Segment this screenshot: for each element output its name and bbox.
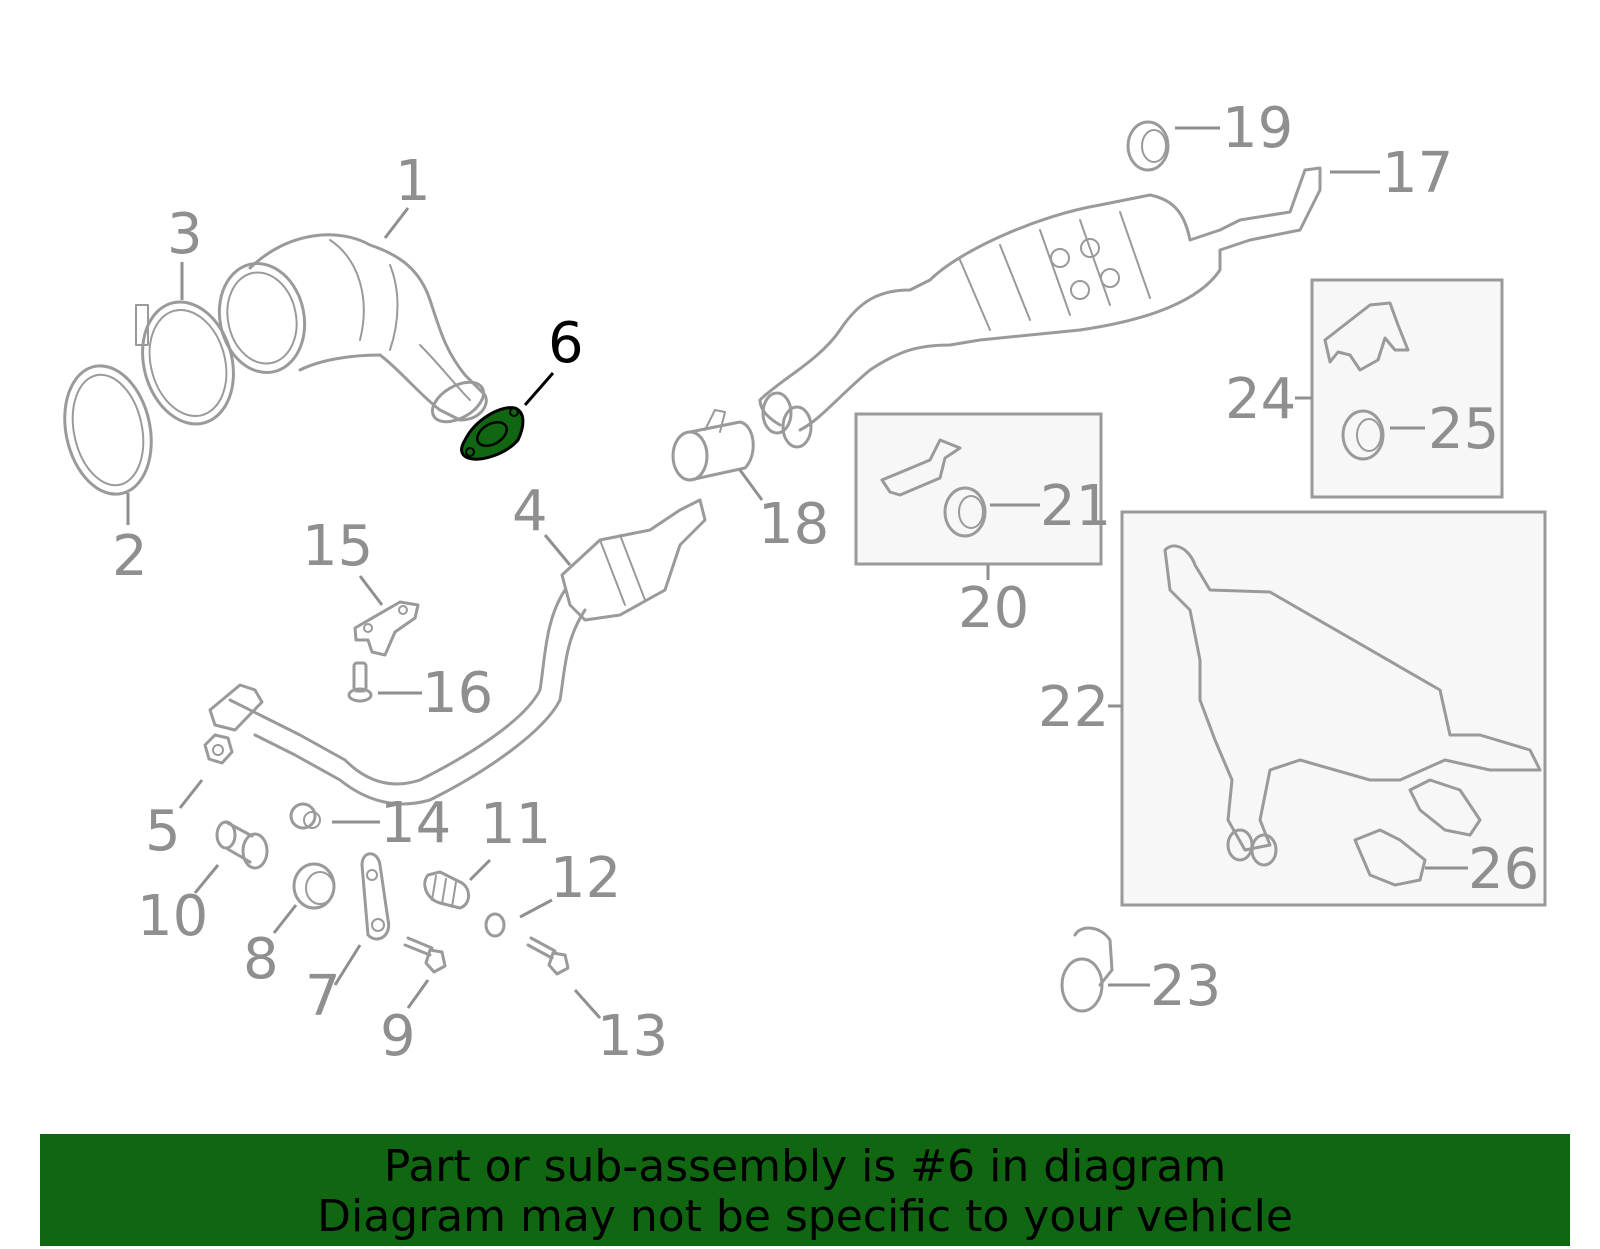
callout-24: 24: [1225, 367, 1296, 432]
callout-4: 4: [512, 479, 548, 544]
callout-25: 25: [1428, 397, 1499, 462]
callout-22: 22: [1038, 675, 1109, 740]
part-10-bushing: [215, 820, 269, 870]
callout-19: 19: [1222, 96, 1293, 161]
callout-18: 18: [758, 492, 829, 557]
callout-11: 11: [480, 792, 551, 857]
part-19-hanger: [1126, 120, 1170, 172]
part-25-hanger: [1341, 409, 1385, 461]
callout-17: 17: [1382, 141, 1453, 206]
callout-7: 7: [305, 964, 341, 1029]
callout-2: 2: [112, 524, 148, 589]
callout-5: 5: [145, 799, 181, 864]
part-21-hanger: [943, 486, 987, 538]
callout-labels: 1 2 3 4 5 6 7 8 9 10 11 12 13 14 15 16 1…: [112, 96, 1539, 1069]
part-13-bolt: [526, 936, 570, 976]
callout-23: 23: [1150, 954, 1221, 1019]
part-26-clamp: [1353, 778, 1482, 887]
callout-16: 16: [422, 661, 493, 726]
callout-3: 3: [167, 202, 203, 267]
part-12-washer: [484, 912, 506, 938]
group-box-20: [854, 412, 1103, 566]
info-banner: Part or sub-assembly is #6 in diagram Di…: [40, 1134, 1570, 1246]
banner-line-1: Part or sub-assembly is #6 in diagram: [383, 1141, 1227, 1192]
group-box-22: [1120, 510, 1547, 907]
part-14-plug: [289, 802, 321, 830]
part-1-catalytic-converter: [217, 233, 488, 424]
callout-8: 8: [243, 927, 279, 992]
part-7-bracket: [360, 852, 391, 941]
part-5-nut: [203, 733, 234, 765]
part-8-isolator: [292, 862, 336, 910]
callout-26: 26: [1468, 837, 1539, 902]
part-9-bolt: [403, 936, 447, 974]
banner-line-2: Diagram may not be specific to your vehi…: [317, 1191, 1293, 1242]
callout-10: 10: [137, 884, 208, 949]
callout-12: 12: [550, 846, 621, 911]
leader-lines: [126, 126, 1468, 1019]
part-16-bolt: [347, 661, 373, 703]
part-24-bracket: [1323, 301, 1410, 372]
group-box-24: [1310, 278, 1504, 499]
part-15-bracket: [353, 600, 420, 657]
part-6-gasket-highlighted: [460, 406, 525, 461]
part-20-bracket: [880, 438, 962, 497]
callout-14: 14: [380, 791, 451, 856]
callout-21: 21: [1040, 474, 1111, 539]
callout-13: 13: [597, 1004, 668, 1069]
callout-1: 1: [395, 149, 431, 214]
callout-6-highlighted: 6: [548, 311, 584, 376]
callout-20: 20: [958, 576, 1029, 641]
part-23-clamp: [1060, 926, 1114, 1013]
part-4-intermediate-pipe: [208, 498, 707, 806]
callout-15: 15: [302, 514, 373, 579]
part-18-clamp: [671, 409, 755, 482]
part-11-spring: [423, 870, 470, 910]
callout-9: 9: [380, 1004, 416, 1069]
part-22-rear-muffler: [1163, 544, 1542, 867]
part-17-center-muffler: [758, 166, 1322, 449]
part-2-gasket-ring: [63, 364, 153, 496]
